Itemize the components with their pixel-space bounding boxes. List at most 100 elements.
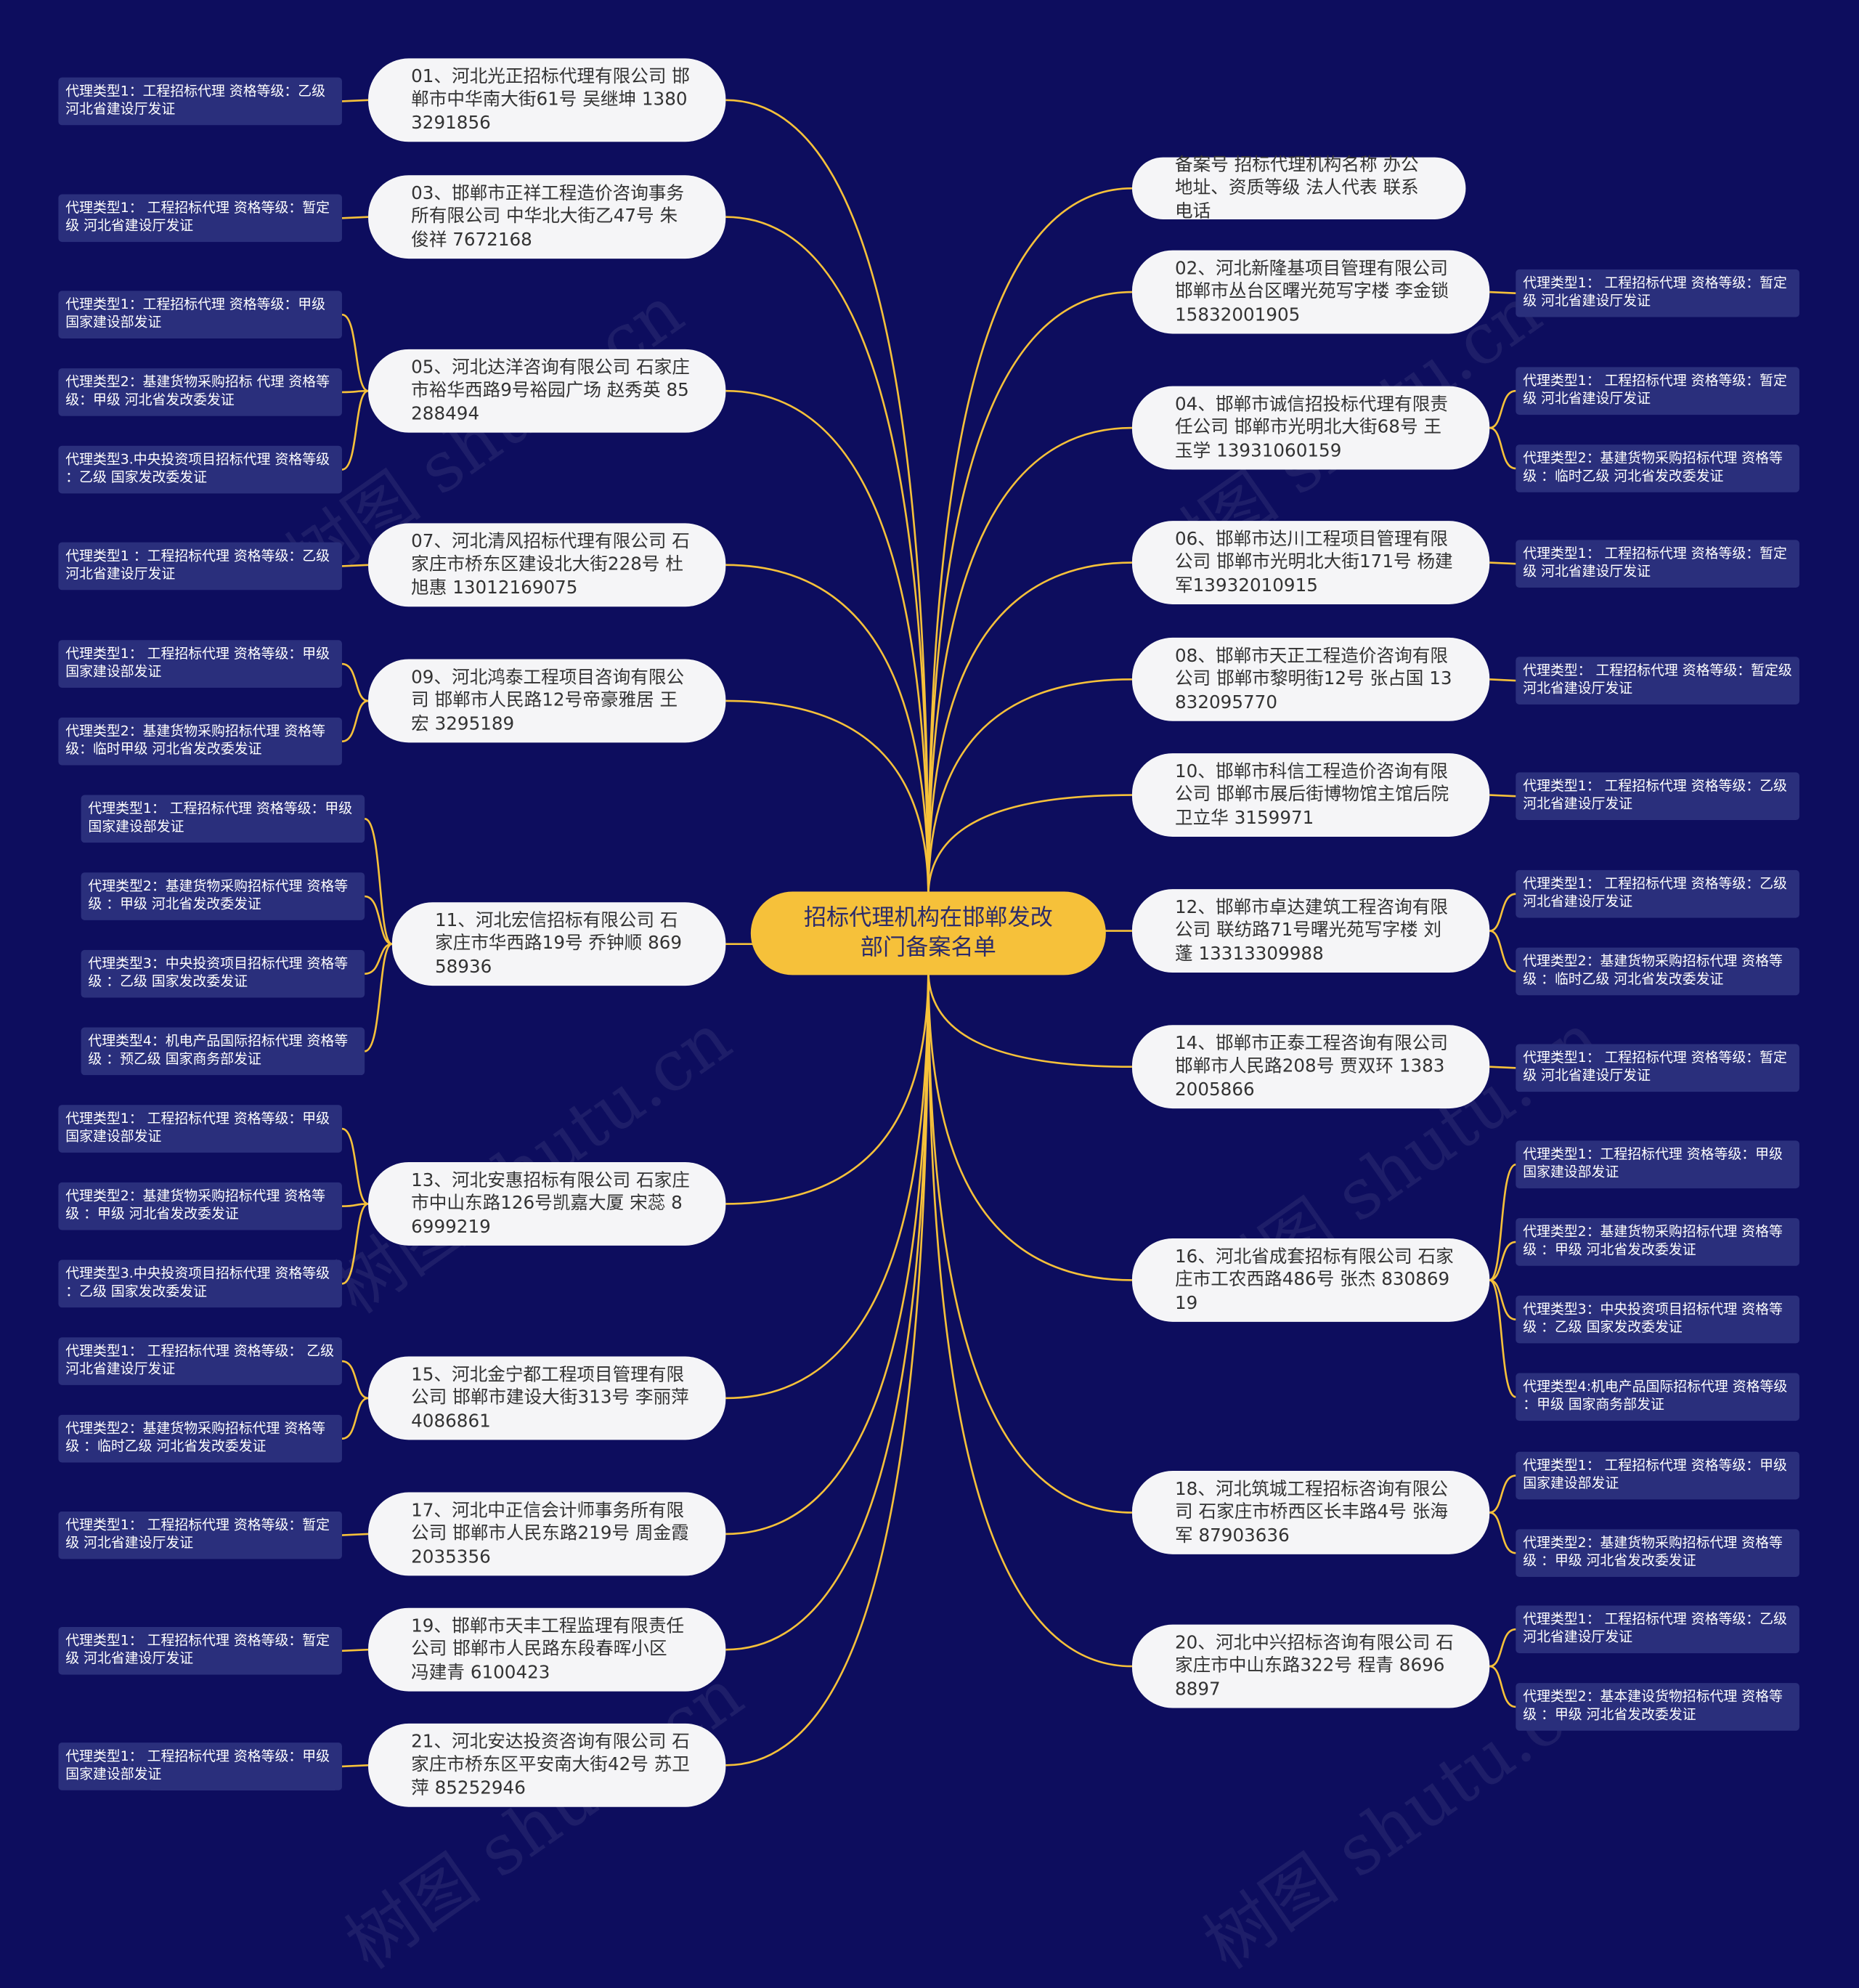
detail-connector	[1489, 1512, 1516, 1554]
qualification-detail[interactable]: 代理类型1： 工程招标代理 资格等级：甲级 国家建设部发证	[81, 795, 365, 843]
root-connector	[927, 970, 1132, 1281]
company-info-text: 04、邯郸市诚信招投标代理有限责任公司 邯郸市光明北大街68号 王玉学 1393…	[1175, 393, 1448, 461]
qualification-detail[interactable]: 代理类型1：工程招标代理 资格等级：甲级 国家建设部发证	[58, 291, 342, 339]
root-connector	[725, 970, 930, 1651]
qualification-detail[interactable]: 代理类型1： 工程招标代理 资格等级：甲级 国家建设部发证	[58, 1105, 342, 1153]
company-info-text: 15、河北金宁都工程项目管理有限公司 邯郸市建设大街313号 李丽萍 40868…	[411, 1363, 689, 1432]
detail-connector	[1489, 678, 1516, 682]
qualification-detail[interactable]: 代理类型1： 工程招标代理 资格等级：甲级 国家建设部发证	[58, 1742, 342, 1790]
qualification-detail[interactable]: 代理类型2：基建货物采购招标代理 资格等级 ：临时乙级 河北省发改委发证	[58, 1414, 342, 1463]
qualification-detail[interactable]: 代理类型2：基建货物采购招标代理 资格等级 ：甲级 河北省发改委发证	[1516, 1218, 1799, 1266]
qualification-detail[interactable]: 代理类型4:机电产品国际招标代理 资格等级 ：甲级 国家商务部发证	[1516, 1373, 1799, 1421]
detail-connector	[341, 99, 369, 102]
qualification-detail[interactable]: 代理类型3：中央投资项目招标代理 资格等级 ：乙级 国家发改委发证	[1516, 1295, 1799, 1344]
root-connector	[927, 561, 1132, 897]
qualification-detail[interactable]: 代理类型1： 工程招标代理 资格等级：甲级 国家建设部发证	[58, 640, 342, 688]
qualification-detail[interactable]: 代理类型2：基建货物采购招标代理 资格等级 ：甲级 河北省发改委发证	[58, 1182, 342, 1230]
root-connector	[927, 187, 1132, 897]
detail-connector	[1489, 1163, 1516, 1281]
company-node[interactable]: 05、河北达洋咨询有限公司 石家庄市裕华西路9号裕园广场 赵秀英 8528849…	[368, 349, 726, 433]
detail-connector	[364, 818, 393, 945]
company-info-text: 02、河北新隆基项目管理有限公司 邯郸市丛台区曙光苑写字楼 李金锁 158320…	[1175, 257, 1449, 325]
company-node[interactable]: 20、河北中兴招标咨询有限公司 石家庄市中山东路322号 程青 86968897	[1131, 1624, 1490, 1708]
qualification-detail[interactable]: 代理类型2：基本建设货物招标代理 资格等级 ：甲级 河北省发改委发证	[1516, 1683, 1799, 1731]
company-node[interactable]: 08、邯郸市天正工程造价咨询有限公司 邯郸市黎明街12号 张占国 1383209…	[1131, 637, 1490, 721]
company-node[interactable]: 21、河北安达投资咨询有限公司 石家庄市桥东区平安南大街42号 苏卫萍 8525…	[368, 1723, 726, 1807]
company-info-text: 16、河北省成套招标有限公司 石家庄市工农西路486号 张杰 83086919	[1175, 1245, 1454, 1313]
qualification-detail[interactable]: 代理类型3：中央投资项目招标代理 资格等级 ：乙级 国家发改委发证	[81, 949, 365, 998]
qualification-detail[interactable]: 代理类型1： 工程招标代理 资格等级：暂定级 河北省建设厅发证	[58, 1626, 342, 1675]
company-node[interactable]: 11、河北宏信招标有限公司 石家庄市华西路19号 乔钟顺 86958936	[391, 902, 726, 986]
company-node[interactable]: 17、河北中正信会计师事务所有限公司 邯郸市人民东路219号 周金霞 20353…	[368, 1492, 726, 1576]
company-info-text: 10、邯郸市科信工程造价咨询有限公司 邯郸市展后街博物馆主馆后院 卫立华 315…	[1175, 760, 1449, 829]
qualification-detail[interactable]: 代理类型1： 工程招标代理 资格等级：乙级 河北省建设厅发证	[1516, 869, 1799, 918]
company-info-text: 18、河北筑城工程招标咨询有限公司 石家庄市桥西区长丰路4号 张海军 87903…	[1175, 1477, 1448, 1546]
qualification-detail[interactable]: 代理类型2：基建货物采购招标代理 资格等级 ：临时乙级 河北省发改委发证	[1516, 445, 1799, 492]
detail-connector	[341, 1764, 369, 1768]
company-node[interactable]: 09、河北鸿泰工程项目咨询有限公司 邯郸市人民路12号帝豪雅居 王宏 32951…	[368, 659, 726, 743]
company-node[interactable]: 16、河北省成套招标有限公司 石家庄市工农西路486号 张杰 83086919	[1131, 1238, 1490, 1322]
qualification-detail[interactable]: 代理类型1：工程招标代理 资格等级：乙级 河北省建设厅发证	[58, 77, 342, 126]
qualification-detail[interactable]: 代理类型1： 工程招标代理 资格等级：暂定级 河北省建设厅发证	[1516, 367, 1799, 415]
company-info-text: 07、河北清风招标代理有限公司 石家庄市桥东区建设北大街228号 杜旭惠 130…	[411, 530, 690, 599]
company-info-text: 11、河北宏信招标有限公司 石家庄市华西路19号 乔钟顺 86958936	[434, 909, 683, 978]
company-node[interactable]: 03、邯郸市正祥工程造价咨询事务所有限公司 中华北大街乙47号 朱俊祥 7672…	[368, 175, 726, 259]
qualification-detail[interactable]: 代理类型1： 工程招标代理 资格等级：暂定级 河北省建设厅发证	[1516, 269, 1799, 317]
detail-connector	[341, 564, 369, 567]
qualification-detail[interactable]: 代理类型4：机电产品国际招标代理 资格等级 ：预乙级 国家商务部发证	[81, 1027, 365, 1076]
detail-connector	[341, 313, 369, 392]
qualification-detail[interactable]: 代理类型1 ：工程招标代理 资格等级：乙级 河北省建设厅发证	[58, 542, 342, 591]
company-node[interactable]: 01、河北光正招标代理有限公司 邯郸市中华南大街61号 吴继坤 13803291…	[368, 58, 726, 142]
company-node[interactable]: 13、河北安惠招标有限公司 石家庄市中山东路126号凯嘉大厦 宋蕊 869992…	[368, 1161, 726, 1246]
company-node[interactable]: 10、邯郸市科信工程造价咨询有限公司 邯郸市展后街博物馆主馆后院 卫立华 315…	[1131, 753, 1490, 837]
qualification-detail[interactable]: 代理类型2：基建货物采购招标 代理 资格等级：甲级 河北省发改委发证	[58, 368, 342, 416]
qualification-detail[interactable]: 代理类型1： 工程招标代理 资格等级：乙级 河北省建设厅发证	[1516, 772, 1799, 821]
qualification-detail[interactable]: 代理类型1： 工程招标代理 资格等级：暂定级 河北省建设厅发证	[1516, 1044, 1799, 1092]
company-node[interactable]: 19、邯郸市天丰工程监理有限责任公司 邯郸市人民路东段春晖小区 冯建青 6100…	[368, 1607, 726, 1692]
qualification-detail[interactable]: 代理类型1： 工程招标代理 资格等级：暂定级 河北省建设厅发证	[58, 1511, 342, 1559]
detail-connector	[341, 1533, 369, 1536]
detail-connector	[1489, 291, 1516, 294]
company-node[interactable]: 18、河北筑城工程招标咨询有限公司 石家庄市桥西区长丰路4号 张海军 87903…	[1131, 1470, 1490, 1554]
qualification-detail[interactable]: 代理类型1： 工程招标代理 资格等级：暂定级 河北省建设厅发证	[1516, 540, 1799, 588]
qualification-detail[interactable]: 代理类型2：基建货物采购招标代理 资格等级 ：甲级 河北省发改委发证	[81, 872, 365, 920]
detail-connector	[1489, 389, 1516, 429]
root-connector	[725, 99, 930, 897]
header-note[interactable]: 备案号 招标代理机构名称 办公地址、资质等级 法人代表 联系电话	[1131, 153, 1466, 222]
qualification-detail[interactable]: 代理类型1： 工程招标代理 资格等级：甲级 国家建设部发证	[1516, 1451, 1799, 1500]
company-info-text: 21、河北安达投资咨询有限公司 石家庄市桥东区平安南大街42号 苏卫萍 8525…	[411, 1730, 690, 1798]
company-info-text: 20、河北中兴招标咨询有限公司 石家庄市中山东路322号 程青 86968897	[1175, 1631, 1454, 1700]
detail-connector	[1489, 1665, 1516, 1708]
company-node[interactable]: 02、河北新隆基项目管理有限公司 邯郸市丛台区曙光苑写字楼 李金锁 158320…	[1131, 250, 1490, 334]
detail-connector	[341, 1203, 369, 1285]
company-node[interactable]: 07、河北清风招标代理有限公司 石家庄市桥东区建设北大街228号 杜旭惠 130…	[368, 523, 726, 607]
qualification-detail[interactable]: 代理类型1： 工程招标代理 资格等级：乙级 河北省建设厅发证	[1516, 1605, 1799, 1654]
company-node[interactable]: 14、邯郸市正泰工程咨询有限公司 邯郸市人民路208号 贾双环 13832005…	[1131, 1025, 1490, 1109]
qualification-detail[interactable]: 代理类型3.中央投资项目招标代理 资格等级 ：乙级 国家发改委发证	[58, 445, 342, 494]
company-info-text: 05、河北达洋咨询有限公司 石家庄市裕华西路9号裕园广场 赵秀英 8528849…	[411, 356, 690, 424]
detail-connector	[341, 1397, 369, 1440]
company-info-text: 12、邯郸市卓达建筑工程咨询有限公司 联纺路71号曙光苑写字楼 刘蓬 13313…	[1175, 896, 1448, 965]
root-topic[interactable]: 招标代理机构在邯郸发改部门备案名单	[750, 891, 1106, 975]
qualification-detail[interactable]: 代理类型2：基建货物采购招标代理 资格等级 ：甲级 河北省发改委发证	[1516, 1529, 1799, 1578]
company-node[interactable]: 06、邯郸市达川工程项目管理有限公司 邯郸市光明北大街171号 杨建军13932…	[1131, 521, 1490, 604]
qualification-detail[interactable]: 代理类型： 工程招标代理 资格等级：暂定级 河北省建设厅发证	[1516, 657, 1799, 705]
qualification-detail[interactable]: 代理类型3.中央投资项目招标代理 资格等级 ：乙级 国家发改委发证	[58, 1259, 342, 1308]
detail-connector	[341, 699, 369, 743]
qualification-detail[interactable]: 代理类型1：工程招标代理 资格等级：甲级 国家建设部发证	[1516, 1140, 1799, 1189]
company-info-text: 06、邯郸市达川工程项目管理有限公司 邯郸市光明北大街171号 杨建军13932…	[1175, 527, 1453, 596]
qualification-detail[interactable]: 代理类型1： 工程招标代理 资格等级： 乙级 河北省建设厅发证	[58, 1337, 342, 1385]
company-node[interactable]: 04、邯郸市诚信招投标代理有限责任公司 邯郸市光明北大街68号 王玉学 1393…	[1131, 386, 1490, 470]
detail-connector	[364, 943, 393, 1052]
root-connector	[725, 970, 930, 1766]
detail-connector	[1489, 1628, 1516, 1668]
company-node[interactable]: 12、邯郸市卓达建筑工程咨询有限公司 联纺路71号曙光苑写字楼 刘蓬 13313…	[1131, 889, 1490, 973]
detail-connector	[1489, 1279, 1516, 1320]
qualification-detail[interactable]: 代理类型2：基建货物采购招标代理 资格等级 ：临时乙级 河北省发改委发证	[1516, 947, 1799, 996]
qualification-detail[interactable]: 代理类型1： 工程招标代理 资格等级：暂定级 河北省建设厅发证	[58, 194, 342, 243]
detail-connector	[341, 216, 369, 219]
company-node[interactable]: 15、河北金宁都工程项目管理有限公司 邯郸市建设大街313号 李丽萍 40868…	[368, 1356, 726, 1440]
root-connector	[927, 291, 1132, 897]
qualification-detail[interactable]: 代理类型2：基建货物采购招标代理 资格等级：临时甲级 河北省发改委发证	[58, 717, 342, 766]
root-connector	[725, 216, 930, 897]
